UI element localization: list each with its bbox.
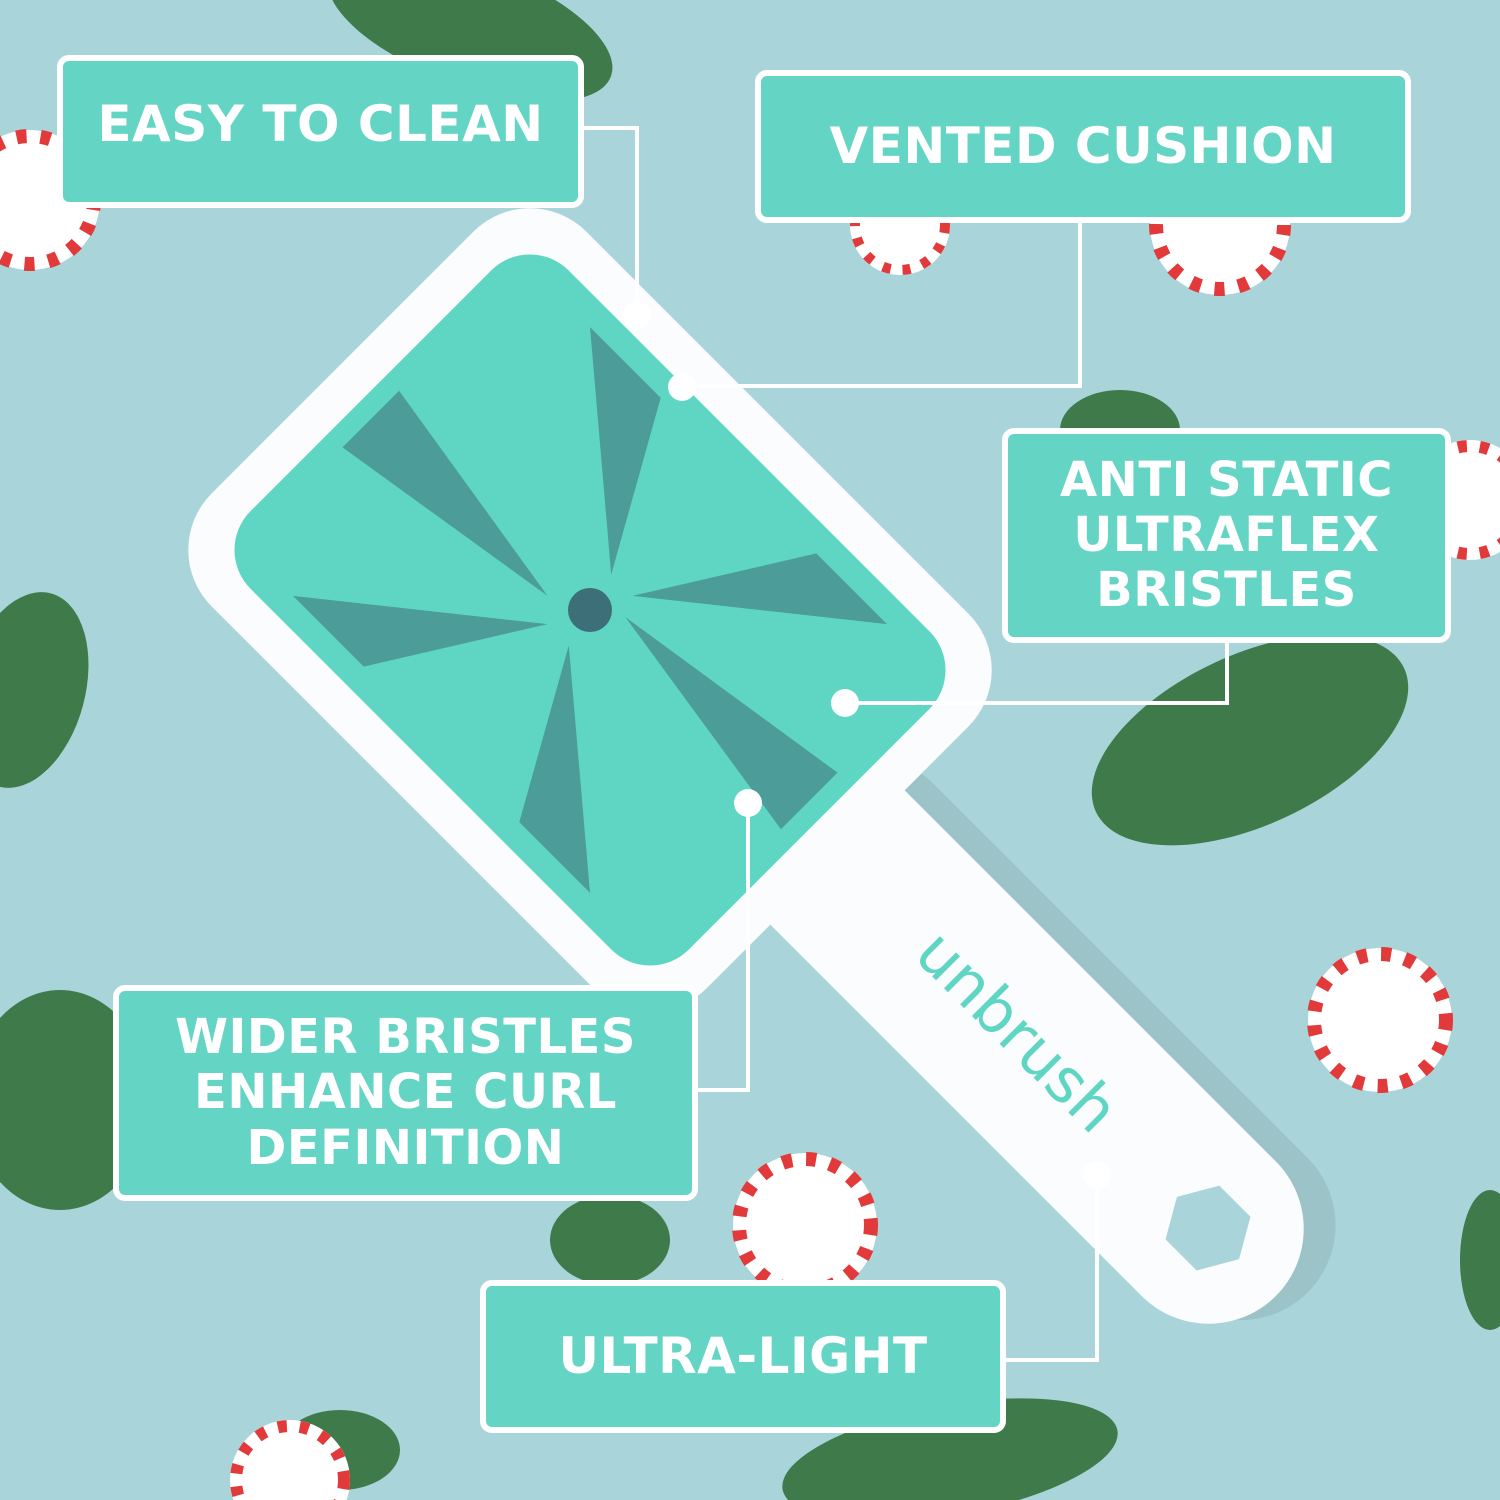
peppermint-candies xyxy=(0,129,1500,1500)
connector-line xyxy=(845,642,1229,705)
callout-text: VENTED CUSHION xyxy=(829,116,1337,175)
mint-leaf xyxy=(1091,634,1409,846)
peppermint-candy xyxy=(230,1420,350,1500)
callout-ultra-light: ULTRA-LIGHT xyxy=(480,1280,1006,1433)
hair-brush: unbrush xyxy=(188,208,1336,1324)
callout-text: ULTRA-LIGHT xyxy=(558,1326,928,1385)
connector-line xyxy=(697,803,750,1092)
callout-wider-bristles: WIDER BRISTLES ENHANCE CURL DEFINITION xyxy=(113,985,698,1201)
callout-text: ENHANCE CURL xyxy=(194,1064,617,1121)
connector-line xyxy=(583,126,639,315)
connector-dot xyxy=(1083,1161,1111,1189)
peppermint-candy xyxy=(732,1152,878,1298)
callout-connectors xyxy=(583,126,1229,1362)
connector-dot xyxy=(734,789,762,817)
callout-text: BRISTLES xyxy=(1096,562,1357,619)
connector-dot xyxy=(831,689,859,717)
callout-easy-to-clean: EASY TO CLEAN xyxy=(57,55,584,208)
peppermint-candy xyxy=(1307,947,1453,1093)
connector-dot xyxy=(668,373,696,401)
connector-line xyxy=(1005,1175,1099,1362)
connector-line xyxy=(682,222,1082,388)
mint-leaf xyxy=(1460,1190,1500,1330)
callout-text: ANTI STATIC xyxy=(1060,451,1393,508)
callout-text: WIDER BRISTLES xyxy=(175,1009,636,1066)
brush-handle xyxy=(738,758,1304,1324)
callout-text: ULTRAFLEX xyxy=(1073,506,1380,563)
callout-anti-static-bristles: ANTI STATIC ULTRAFLEX BRISTLES xyxy=(1002,428,1451,643)
callout-text: DEFINITION xyxy=(246,1119,565,1176)
mint-leaf xyxy=(0,990,150,1210)
mint-leaf xyxy=(0,592,89,788)
callout-vented-cushion: VENTED CUSHION xyxy=(755,70,1411,223)
callout-text: EASY TO CLEAN xyxy=(97,94,544,153)
hang-hole xyxy=(1165,1185,1251,1271)
connector-dot xyxy=(623,301,651,329)
mint-leaf xyxy=(550,1195,670,1285)
